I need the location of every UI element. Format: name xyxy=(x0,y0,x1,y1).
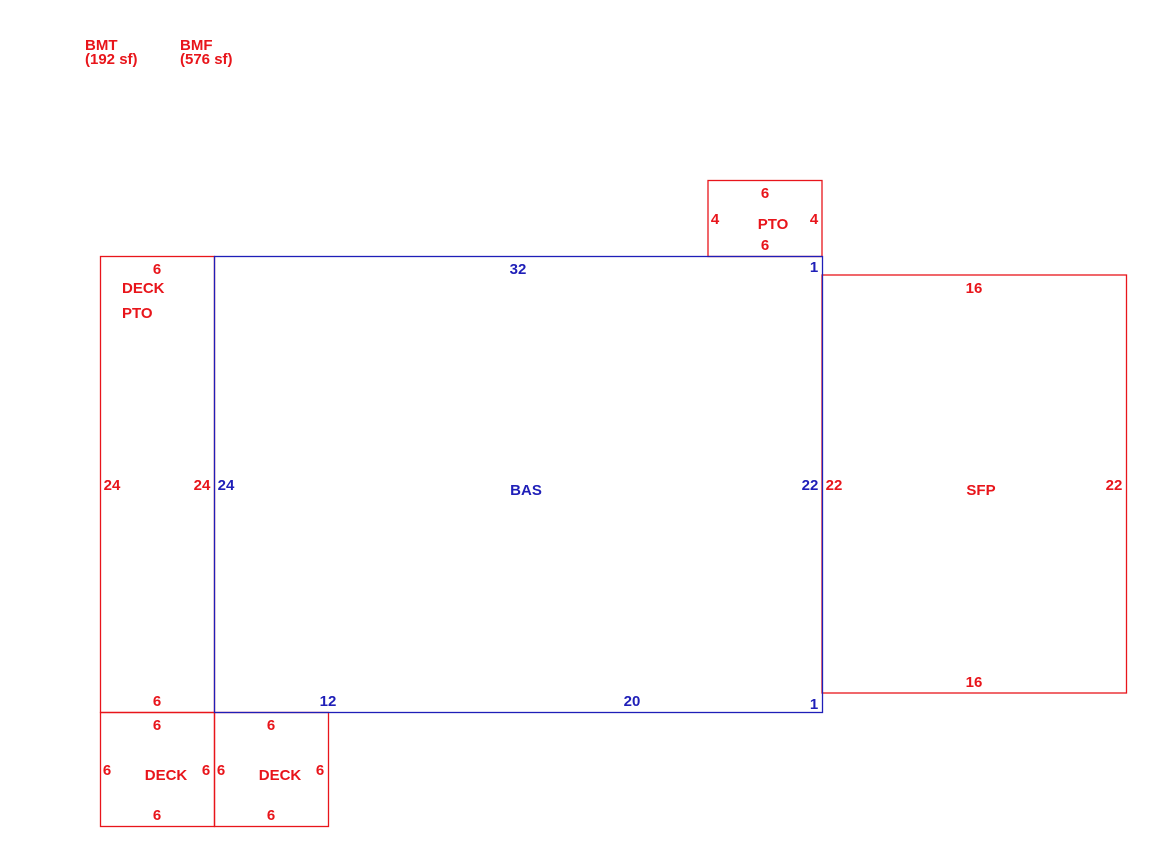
deck-pto-dim-bottom: 6 xyxy=(153,693,161,710)
deck-1-dim-right: 6 xyxy=(202,762,210,779)
bas-dim-right-bottom: 1 xyxy=(810,696,818,713)
deck-2-dim-bottom: 6 xyxy=(267,807,275,824)
deck-pto-dim-top: 6 xyxy=(153,261,161,278)
legend-bmf: BMF (576 sf) xyxy=(180,37,233,68)
legend-bmt-area: (192 sf) xyxy=(85,51,138,68)
area-pto-top: 6 6 4 4 PTO xyxy=(707,179,823,258)
area-sfp: 16 16 22 22 SFP xyxy=(821,274,1128,694)
pto-top-dim-bottom: 6 xyxy=(761,237,769,254)
legend-bmf-area: (576 sf) xyxy=(180,51,233,68)
deck-pto-label-pto: PTO xyxy=(122,305,153,322)
sfp-dim-left: 22 xyxy=(826,477,843,494)
area-deck-2: 6 6 6 6 DECK xyxy=(213,711,330,828)
deck-pto-label-deck: DECK xyxy=(122,280,165,297)
sfp-dim-right: 22 xyxy=(1106,477,1123,494)
deck-1-dim-top: 6 xyxy=(153,717,161,734)
bas-label: BAS xyxy=(510,482,542,499)
deck-2-label: DECK xyxy=(259,767,302,784)
pto-top-dim-right: 4 xyxy=(810,211,819,228)
deck-2-dim-left: 6 xyxy=(217,762,225,779)
sfp-label: SFP xyxy=(966,482,995,499)
pto-top-dim-top: 6 xyxy=(761,185,769,202)
bas-dim-right: 22 xyxy=(802,477,819,494)
area-bas: 32 1 22 1 12 20 24 BAS xyxy=(213,255,824,714)
deck-1-label: DECK xyxy=(145,767,188,784)
bas-dim-bottom-right: 20 xyxy=(624,693,641,710)
deck-2-dim-top: 6 xyxy=(267,717,275,734)
bas-dim-bottom-left: 12 xyxy=(320,693,337,710)
legend-bmt: BMT (192 sf) xyxy=(85,37,138,68)
pto-top-label: PTO xyxy=(758,216,789,233)
area-deck-pto: 6 6 24 24 DECK PTO xyxy=(99,255,216,714)
bas-dim-right-top: 1 xyxy=(810,259,818,276)
bas-outline xyxy=(213,255,824,714)
pto-top-dim-left: 4 xyxy=(711,211,720,228)
legend-bmf-code: BMF xyxy=(180,37,213,54)
area-deck-1: 6 6 6 6 DECK xyxy=(99,711,216,828)
deck-2-dim-right: 6 xyxy=(316,762,324,779)
deck-1-dim-bottom: 6 xyxy=(153,807,161,824)
deck-pto-dim-right: 24 xyxy=(194,477,211,494)
sfp-dim-top: 16 xyxy=(966,280,983,297)
deck-1-dim-left: 6 xyxy=(103,762,111,779)
sfp-dim-bottom: 16 xyxy=(966,674,983,691)
legend-bmt-code: BMT xyxy=(85,37,118,54)
bas-dim-top: 32 xyxy=(510,261,527,278)
deck-pto-dim-left: 24 xyxy=(104,477,121,494)
bas-dim-left: 24 xyxy=(218,477,235,494)
